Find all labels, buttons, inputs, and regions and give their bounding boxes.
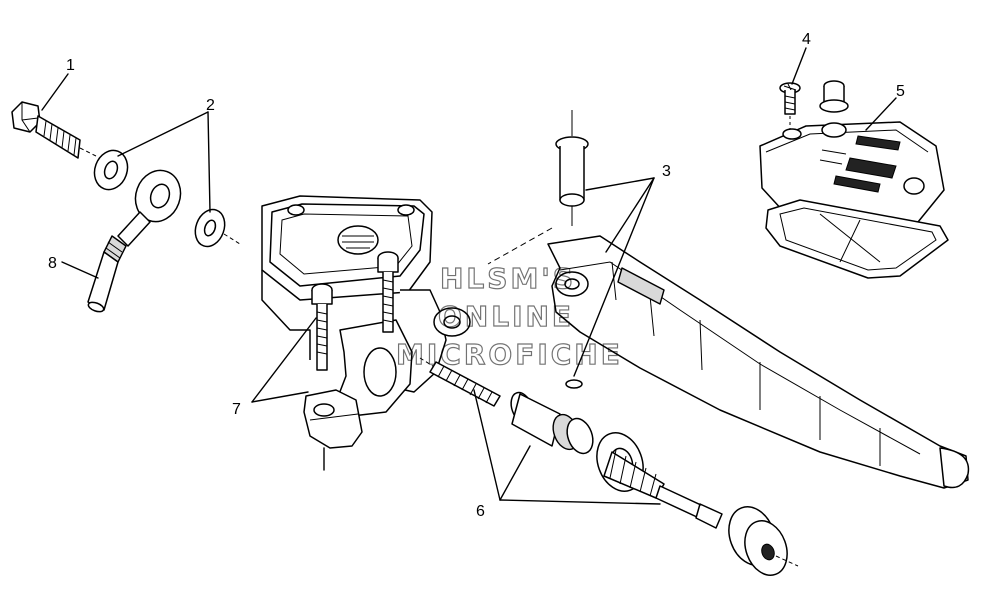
part-5-reservoir-cap xyxy=(759,80,949,279)
callout-6: 6 xyxy=(476,503,485,520)
callout-1: 1 xyxy=(66,57,75,74)
part-6-piston-assembly xyxy=(419,357,799,576)
watermark-line-3: MICROFICHE xyxy=(396,338,623,371)
callout-5: 5 xyxy=(896,83,905,100)
watermark: HLSM'S ONLINE MICROFICHE xyxy=(395,261,623,371)
part-1-banjo-bolt xyxy=(11,101,97,159)
leader-lines xyxy=(41,47,897,505)
part-3-pivot-pin-and-lever xyxy=(487,110,970,489)
watermark-line-2: ONLINE xyxy=(438,300,574,333)
callout-8: 8 xyxy=(48,255,57,272)
callouts: 1 2 3 4 5 6 7 8 xyxy=(48,31,905,520)
master-cylinder-body xyxy=(261,195,471,471)
callout-2: 2 xyxy=(206,97,215,114)
part-7-clamp-screws xyxy=(311,251,399,371)
callout-3: 3 xyxy=(662,163,671,180)
watermark-line-1: HLSM'S xyxy=(440,262,576,295)
part-2-washers xyxy=(93,149,241,248)
callout-7: 7 xyxy=(232,401,241,418)
callout-4: 4 xyxy=(802,31,811,48)
part-8-banjo-hose xyxy=(87,169,182,313)
part-4-screw xyxy=(779,82,801,134)
